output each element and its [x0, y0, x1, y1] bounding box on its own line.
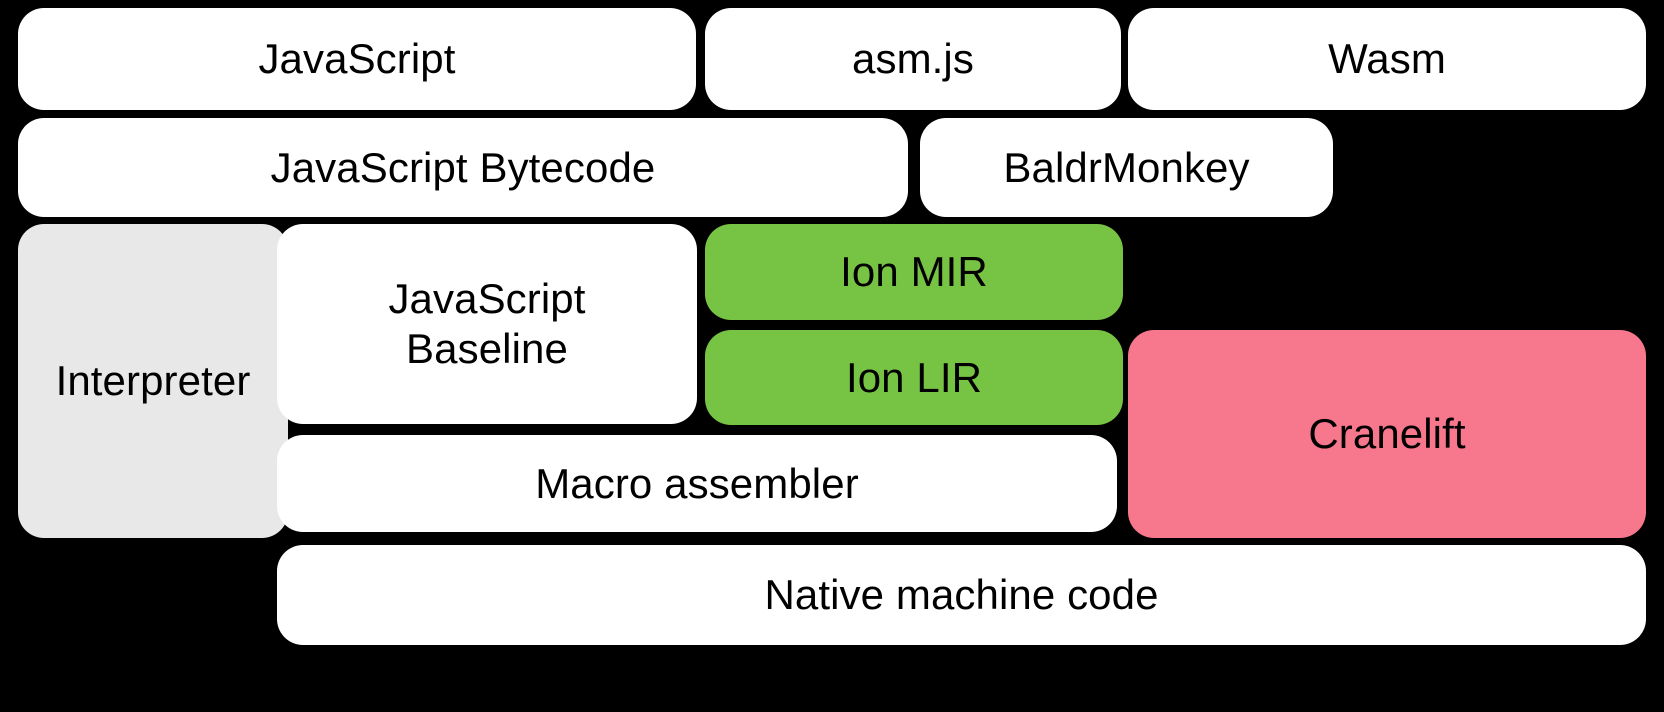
node-cranelift: Cranelift — [1128, 330, 1646, 538]
node-asmjs: asm.js — [705, 8, 1121, 110]
node-native-machine-code: Native machine code — [277, 545, 1646, 645]
node-javascript: JavaScript — [18, 8, 696, 110]
node-baldrmonkey: BaldrMonkey — [920, 118, 1333, 217]
node-macro-assembler: Macro assembler — [277, 435, 1117, 532]
node-javascript-baseline: JavaScript Baseline — [277, 224, 697, 424]
node-ion-lir: Ion LIR — [705, 330, 1123, 425]
node-javascript-bytecode: JavaScript Bytecode — [18, 118, 908, 217]
node-ion-mir: Ion MIR — [705, 224, 1123, 320]
node-interpreter: Interpreter — [18, 224, 288, 538]
node-wasm: Wasm — [1128, 8, 1646, 110]
